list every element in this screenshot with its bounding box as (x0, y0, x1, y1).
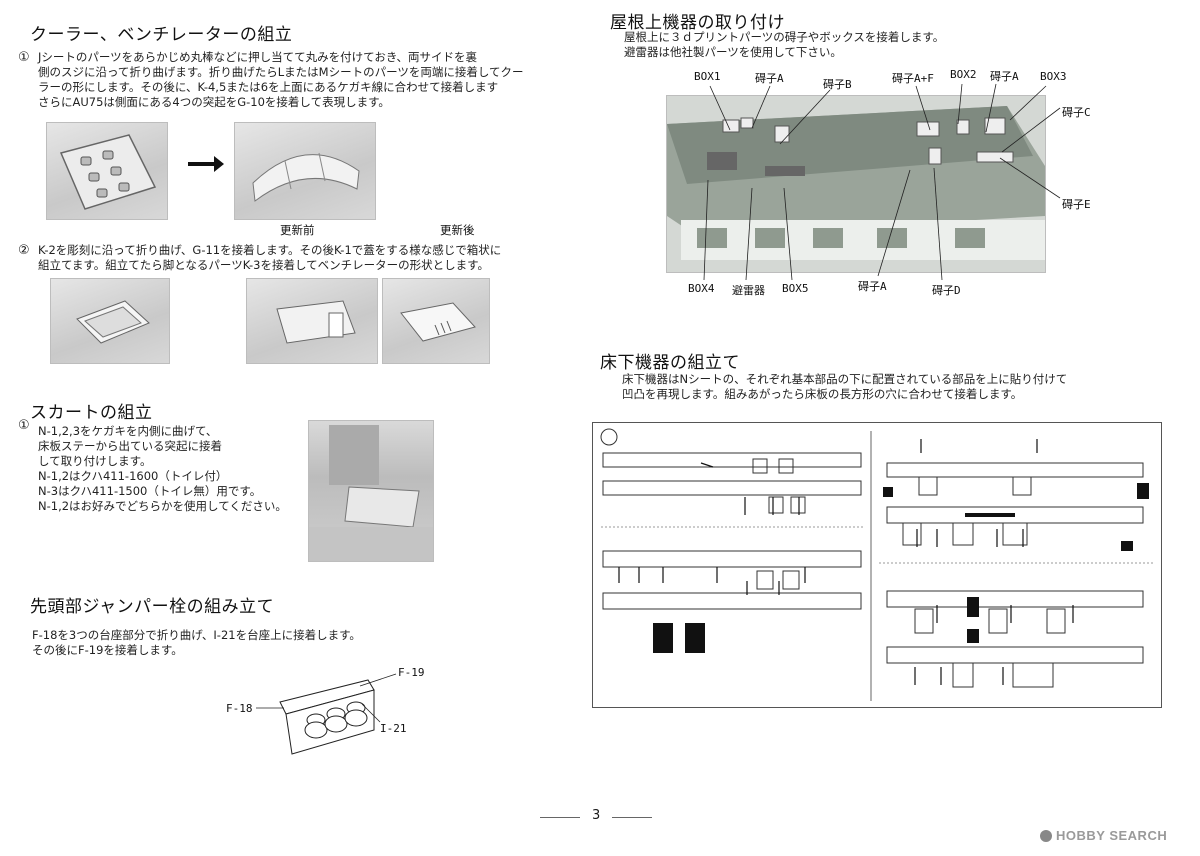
roof-label: 碍子A (990, 70, 1019, 83)
label-i21: I-21 (380, 722, 407, 735)
roof-label: 碍子B (823, 78, 852, 91)
cooler-after-photo (234, 122, 376, 220)
roof-label: 避雷器 (732, 284, 765, 297)
ventilator-box-illustration (400, 302, 476, 342)
jumper-illustration (279, 679, 375, 755)
step-number: ② (18, 243, 30, 258)
hobbysearch-logo: HOBBY SEARCH (1040, 828, 1167, 843)
jumper-diagram (270, 668, 390, 762)
cooler-shell-illustration (252, 152, 360, 202)
label-f18: F-18 (226, 702, 253, 715)
roof-label: BOX4 (688, 282, 715, 295)
cooler-heading: クーラー、ベンチレーターの組立 (30, 25, 293, 45)
roof-label-c: 碍子C (1062, 106, 1091, 119)
roof-label: 碍子A+F (892, 72, 934, 85)
roof-label: BOX1 (694, 70, 721, 83)
underfloor-diagram (592, 422, 1162, 708)
ventilator-box-illustration (76, 300, 150, 344)
skirt-photo (308, 420, 434, 562)
arrow-right-icon (186, 154, 226, 178)
roof-equipment-photo (666, 95, 1046, 273)
jumper-leader-lines (256, 673, 397, 723)
roof-text: 屋根上に３ｄプリントパーツの碍子やボックスを接着します。 避雷器は他社製パーツを… (624, 30, 945, 59)
underfloor-heading: 床下機器の組立て (600, 353, 740, 373)
roof-heading: 屋根上機器の取り付け (610, 13, 785, 33)
jumper-text: F-18を3つの台座部分で折り曲げ、I-21を台座上に接着します。 その後にF-… (32, 628, 361, 657)
ventilator-box-illustration (276, 300, 356, 344)
underfloor-text: 床下機器はNシートの、それぞれ基本部品の下に配置されている部品を上に貼り付けて … (622, 372, 1068, 401)
logo-icon (1040, 829, 1052, 842)
roof-label: 碍子A (755, 72, 784, 85)
caption-before: 更新前 (280, 223, 315, 237)
roof-label: BOX5 (782, 282, 809, 295)
cooler-step2-text: K-2を彫刻に沿って折り曲げ、G-11を接着します。その後K-1で蓋をする様な感… (38, 243, 502, 272)
roof-car-illustration (667, 96, 1045, 272)
step-number: ① (18, 50, 30, 65)
underfloor-parts-illustration (600, 428, 1153, 701)
cooler-before-photo (46, 122, 168, 220)
ventilator-photo-3 (382, 278, 490, 364)
roof-label: 碍子D (932, 284, 961, 297)
caption-after: 更新後 (440, 223, 475, 237)
roof-label: BOX3 (1040, 70, 1067, 83)
step-number: ① (18, 418, 30, 433)
skirt-step1-text: N-1,2,3をケガキを内側に曲げて、 床板ステーから出ている突起に接着 して取… (38, 424, 287, 513)
footer-rule-right (612, 817, 652, 818)
ventilator-photo-2 (246, 278, 378, 364)
page-number: 3 (592, 808, 601, 823)
roof-label: BOX2 (950, 68, 977, 81)
skirt-heading: スカートの組立 (30, 403, 153, 423)
roof-leader-lines (703, 83, 1061, 281)
cooler-step1-text: Jシートのパーツをあらかじめ丸棒などに押し当てて丸みを付けておき、両サイドを裏 … (38, 50, 524, 109)
label-f19: F-19 (398, 666, 425, 679)
footer-rule-left (540, 817, 580, 818)
watermark-text: HOBBY SEARCH (1056, 828, 1168, 843)
roof-label-e: 碍子E (1062, 198, 1091, 211)
jumper-heading: 先頭部ジャンパー栓の組み立て (30, 597, 275, 617)
ventilator-photo-1 (50, 278, 170, 364)
cooler-plate-illustration (59, 134, 157, 210)
roof-label: 碍子A (858, 280, 887, 293)
skirt-illustration (309, 425, 433, 561)
